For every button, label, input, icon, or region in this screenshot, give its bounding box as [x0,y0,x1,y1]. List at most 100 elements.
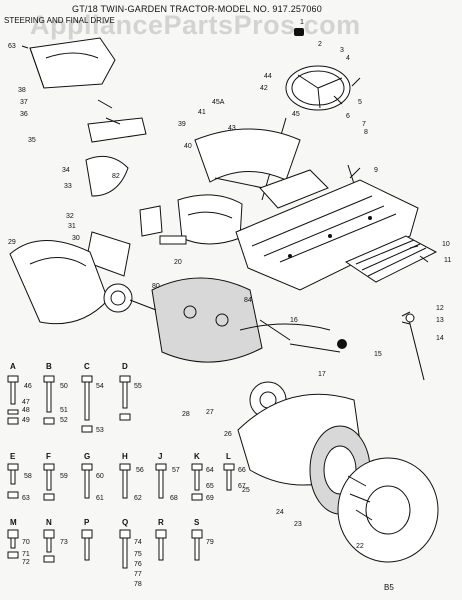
part-50: 50 [60,383,68,390]
diagram-subtitle: STEERING AND FINAL DRIVE [4,16,115,25]
callout-36: 36 [20,111,28,118]
hardware-group-m: M [10,518,17,527]
hardware-group-b: B [46,362,52,371]
callout-42: 42 [260,85,268,92]
callout-3: 3 [340,47,344,54]
part-66: 66 [238,467,246,474]
callout-26: 26 [224,431,232,438]
part-70: 70 [22,539,30,546]
part-48: 48 [22,407,30,414]
part-53: 53 [96,427,104,434]
part-55: 55 [134,383,142,390]
part-75: 75 [134,551,142,558]
hardware-group-k: K [194,452,200,461]
part-58: 58 [24,473,32,480]
left-fender-drawing [9,240,109,325]
callout-8: 8 [364,129,368,136]
callout-9: 9 [374,167,378,174]
callout-12: 12 [436,305,444,312]
callout-24: 24 [276,509,284,516]
part-57: 57 [172,467,180,474]
hardware-group-d: D [122,362,128,371]
callout-41: 41 [198,109,206,116]
callout-44: 44 [264,73,272,80]
part-64: 64 [206,467,214,474]
callout-82: 82 [112,173,120,180]
part-71: 71 [22,551,30,558]
callout-27: 27 [206,409,214,416]
diagram-title: GT/18 TWIN-GARDEN TRACTOR-MODEL NO. 917.… [72,4,322,14]
part-63: 63 [22,495,30,502]
part-59: 59 [60,473,68,480]
hardware-group-h: H [122,452,128,461]
callout-43: 43 [228,125,236,132]
hardware-group-n: N [46,518,52,527]
leader-lines [21,45,429,325]
part-74: 74 [134,539,142,546]
callout-4: 4 [346,55,350,62]
hardware-group-c: C [84,362,90,371]
callout-7: 7 [362,121,366,128]
watermark: AppliancePartsPros.com [30,10,361,40]
callout-37: 37 [20,99,28,106]
part-65: 65 [206,483,214,490]
callout-28: 28 [182,411,190,418]
callout-32: 32 [66,213,74,220]
callout-45: 45 [292,111,300,118]
hardware-group-f: F [46,452,51,461]
callout-5: 5 [358,99,362,106]
callout-14: 14 [436,335,444,342]
callout-84: 84 [244,297,252,304]
seat-drawing [29,37,116,89]
part-52: 52 [60,417,68,424]
callout-22: 22 [356,543,364,550]
hardware-group-r: R [158,518,164,527]
page-code: B5 [384,583,394,592]
part-60: 60 [96,473,104,480]
callout-1: 1 [300,19,304,26]
hardware-group-g: G [84,452,91,461]
bracket-drawing [85,117,187,277]
callout-35: 35 [28,137,36,144]
frame-drawing [235,179,419,291]
callout-45a: 45A [212,99,225,106]
callout-34: 34 [62,167,70,174]
part-79: 79 [206,539,214,546]
hardware-group-e: E [10,452,16,461]
callout-13: 13 [436,317,444,324]
part-67: 67 [238,483,246,490]
callout-80: 80 [152,283,160,290]
callout-29: 29 [8,239,16,246]
callout-2: 2 [318,41,322,48]
rear-wheel-drawing [309,425,439,563]
steering-wheel-drawing [285,28,351,111]
part-54: 54 [96,383,104,390]
callout-16: 16 [290,317,298,324]
hardware-icons [7,375,235,569]
part-46: 46 [24,383,32,390]
callout-15: 15 [374,351,382,358]
hardware-group-a: A [10,362,16,371]
callout-20: 20 [174,259,182,266]
part-72: 72 [22,559,30,566]
callout-17: 17 [318,371,326,378]
callout-6: 6 [346,113,350,120]
part-47: 47 [22,399,30,406]
callout-10: 10 [442,241,450,248]
linkage-drawing [239,313,425,381]
part-51: 51 [60,407,68,414]
hardware-part-numbers: 46 47 48 49 50 51 52 53 54 55 56 57 58 5… [22,383,246,588]
part-73: 73 [60,539,68,546]
callout-40: 40 [184,143,192,150]
hardware-group-s: S [194,518,200,527]
hardware-group-p: P [84,518,90,527]
callout-39: 39 [178,121,186,128]
hardware-group-j: J [158,452,163,461]
part-68: 68 [170,495,178,502]
callout-25: 25 [242,487,250,494]
callout-33: 33 [64,183,72,190]
transaxle-drawing [103,277,291,363]
tank-drawing [177,194,243,245]
